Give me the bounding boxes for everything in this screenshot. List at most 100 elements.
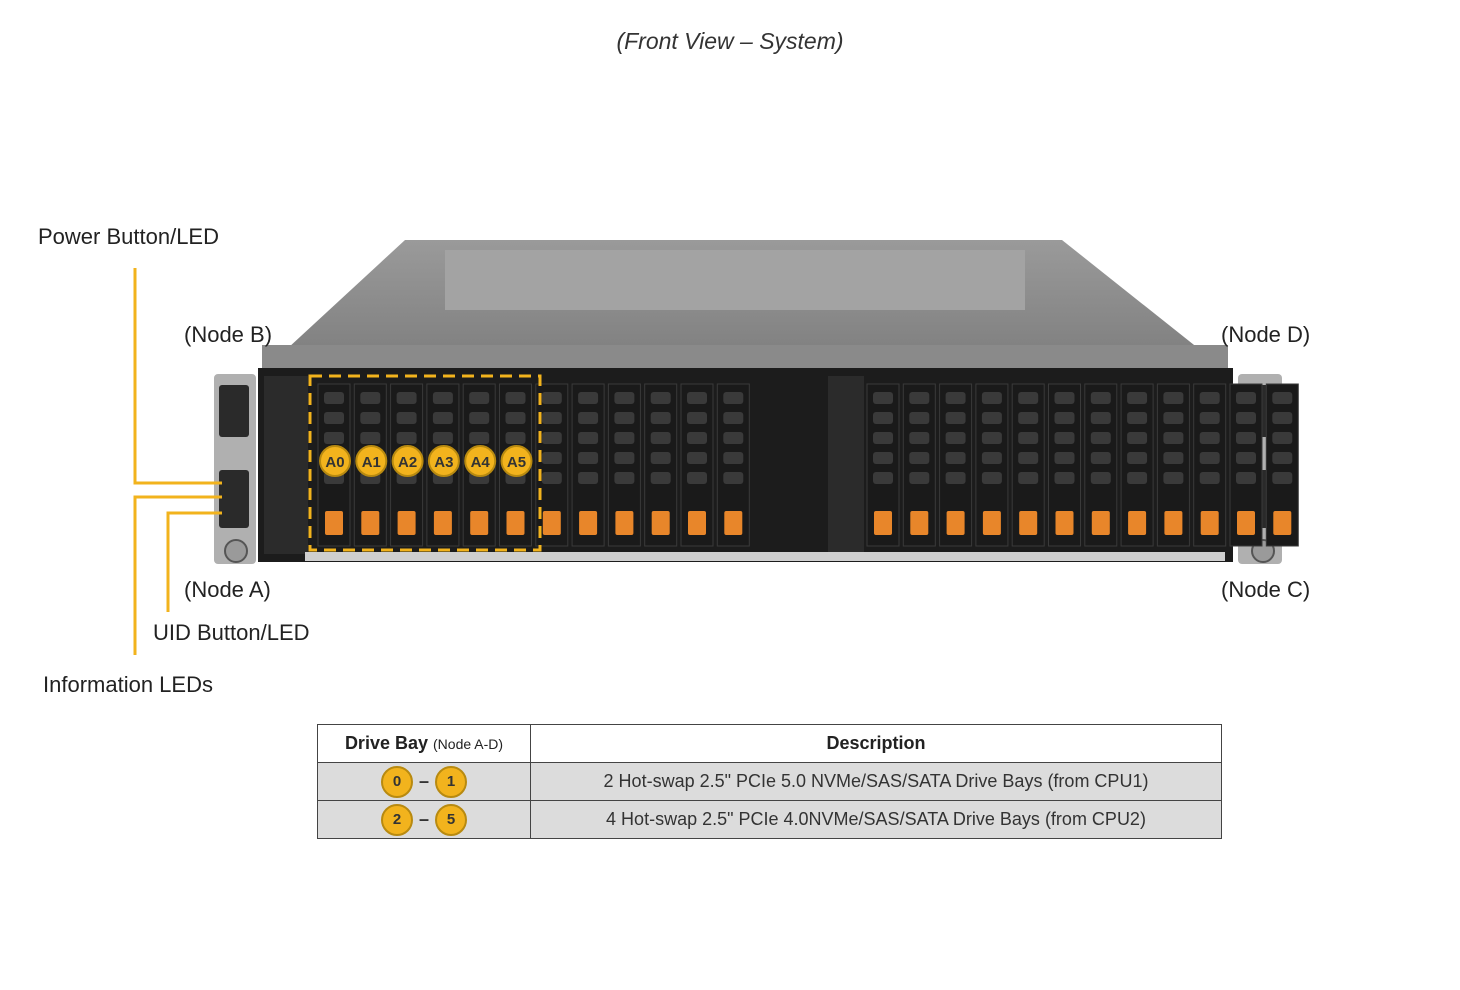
- drive-vent-slot: [1018, 432, 1039, 444]
- drive-vent-slot: [981, 412, 1002, 424]
- drive-tray: [1120, 383, 1154, 547]
- drive-vent-slot: [650, 412, 671, 424]
- drive-vent-slot: [981, 472, 1002, 484]
- drive-release-latch[interactable]: [874, 511, 892, 535]
- drive-vent-slot: [578, 392, 599, 404]
- drive-vent-slot: [909, 452, 930, 464]
- drive-vent-slot: [614, 452, 635, 464]
- drive-bay-badge: [464, 445, 497, 477]
- drive-vent-slot: [1163, 452, 1184, 464]
- drive-vent-slot: [1272, 472, 1293, 484]
- drive-bay-badge-label: A0: [325, 454, 344, 471]
- drive-vent-slot: [1199, 472, 1220, 484]
- drive-release-latch[interactable]: [615, 511, 634, 535]
- drive-vent-slot: [1054, 412, 1075, 424]
- drive-bay-badge-label: A1: [362, 454, 381, 471]
- uid-button-label: UID Button/LED: [153, 620, 310, 645]
- drive-vent-slot: [650, 432, 671, 444]
- drive-bay-badge-label: A4: [471, 454, 491, 471]
- drive-vent-slot: [1090, 472, 1111, 484]
- drive-vent-slot: [1199, 432, 1220, 444]
- drive-vent-slot: [687, 472, 707, 484]
- drive-vent-slot: [505, 392, 526, 404]
- drive-release-latch[interactable]: [433, 511, 452, 535]
- drive-vent-slot: [945, 432, 966, 444]
- drive-release-latch[interactable]: [1019, 511, 1038, 535]
- drive-vent-slot: [469, 432, 490, 444]
- drive-vent-slot: [578, 452, 599, 464]
- drive-release-latch[interactable]: [397, 511, 416, 535]
- drive-vent-slot: [541, 452, 562, 464]
- range-dash: –: [418, 771, 429, 791]
- drive-vent-slot: [1163, 412, 1184, 424]
- drive-release-latch[interactable]: [506, 511, 525, 535]
- info-leader-line: [133, 495, 222, 655]
- drive-vent-slot: [873, 432, 893, 444]
- drive-release-latch[interactable]: [579, 511, 598, 535]
- drive-release-latch[interactable]: [325, 511, 343, 535]
- diagram-title: (Front View – System): [616, 28, 844, 54]
- drive-vent-slot: [541, 392, 562, 404]
- drive-release-latch[interactable]: [1237, 511, 1255, 535]
- drive-vent-slot: [981, 452, 1002, 464]
- drive-vent-slot: [945, 472, 966, 484]
- drive-release-latch[interactable]: [361, 511, 380, 535]
- drive-release-latch[interactable]: [688, 511, 706, 535]
- drive-release-latch[interactable]: [542, 511, 561, 535]
- bay-range-cell: 2–5: [317, 800, 531, 839]
- drive-tray: [975, 383, 1009, 547]
- drive-vent-slot: [578, 432, 599, 444]
- table-row: 0–1 2 Hot-swap 2.5" PCIe 5.0 NVMe/SAS/SA…: [317, 762, 1222, 801]
- uid-leader-line: [166, 511, 222, 612]
- drive-vent-slot: [360, 392, 381, 404]
- drive-release-latch[interactable]: [946, 511, 965, 535]
- drive-vent-slot: [873, 472, 893, 484]
- drive-release-latch[interactable]: [724, 511, 743, 535]
- drive-release-latch[interactable]: [982, 511, 1001, 535]
- drive-vent-slot: [723, 412, 744, 424]
- drive-vent-slot: [723, 452, 744, 464]
- drive-vent-slot: [360, 412, 381, 424]
- drive-vent-slot: [1090, 452, 1111, 464]
- drive-release-latch[interactable]: [1164, 511, 1183, 535]
- drive-vent-slot: [1018, 472, 1039, 484]
- drive-vent-slot: [687, 452, 707, 464]
- drive-vent-slot: [1018, 392, 1039, 404]
- power-button-label: Power Button/LED: [38, 224, 219, 249]
- drive-release-latch[interactable]: [1128, 511, 1147, 535]
- description-cell: 4 Hot-swap 2.5" PCIe 4.0NVMe/SAS/SATA Dr…: [530, 800, 1222, 839]
- drive-release-latch[interactable]: [910, 511, 929, 535]
- drive-release-latch[interactable]: [1055, 511, 1074, 535]
- drive-vent-slot: [578, 412, 599, 424]
- drive-bay-badge: [391, 445, 424, 477]
- drive-release-latch[interactable]: [651, 511, 670, 535]
- drive-tray: [902, 383, 936, 547]
- drive-vent-slot: [505, 412, 526, 424]
- drive-vent-slot: [909, 432, 930, 444]
- drive-vent-slot: [723, 472, 744, 484]
- drive-release-latch[interactable]: [1273, 511, 1292, 535]
- drive-vent-slot: [541, 472, 562, 484]
- drive-vent-slot: [1054, 452, 1075, 464]
- drive-release-latch[interactable]: [470, 511, 489, 535]
- drive-vent-slot: [505, 432, 526, 444]
- table-row: 2–5 4 Hot-swap 2.5" PCIe 4.0NVMe/SAS/SAT…: [317, 800, 1222, 839]
- drive-vent-slot: [1127, 432, 1148, 444]
- drive-vent-slot: [324, 432, 344, 444]
- vent-grid-center: [828, 376, 864, 554]
- drive-vent-slot: [1236, 472, 1256, 484]
- node-a-drive-highlight: [308, 374, 542, 552]
- drive-bay-badge: [500, 445, 533, 477]
- drive-release-latch[interactable]: [1200, 511, 1219, 535]
- drive-vent-slot: [396, 392, 417, 404]
- drive-vent-slot: [909, 392, 930, 404]
- drive-vent-slot: [981, 432, 1002, 444]
- drive-vent-slot: [1054, 392, 1075, 404]
- node-a-control-panel: [219, 470, 249, 528]
- drive-vent-slot: [614, 412, 635, 424]
- drive-release-latch[interactable]: [1091, 511, 1110, 535]
- drive-vent-slot: [396, 412, 417, 424]
- drive-vent-slot: [723, 432, 744, 444]
